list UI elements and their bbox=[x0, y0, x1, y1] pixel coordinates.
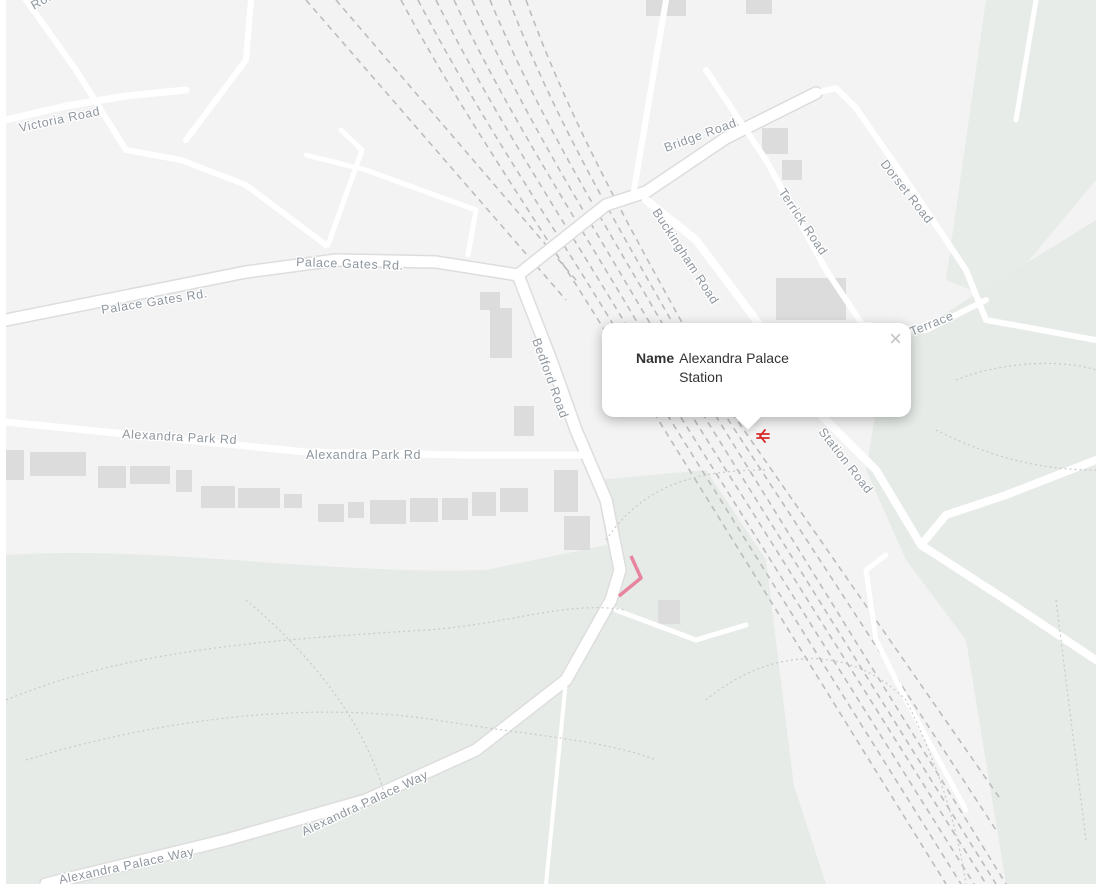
highlighted-path bbox=[617, 555, 643, 598]
property-key: Name bbox=[636, 350, 675, 366]
label-alexandra-park-east: Alexandra Park Rd bbox=[306, 448, 421, 462]
label-alexandra-park-west: Alexandra Park Rd bbox=[122, 427, 238, 447]
label-palace-gates-east: Palace Gates Rd. bbox=[296, 255, 404, 273]
map-canvas[interactable]: Road Victoria Road Palace Gates Rd. Pala… bbox=[6, 0, 1096, 884]
parkland bbox=[6, 0, 1096, 884]
footpaths bbox=[6, 362, 1096, 884]
popup-content: Name Alexandra Palace Station bbox=[636, 350, 829, 387]
label-terrick-road: Terrick Road bbox=[776, 186, 831, 258]
property-value: Alexandra Palace Station bbox=[679, 350, 789, 385]
label-road-topleft: Road bbox=[29, 0, 64, 13]
national-rail-icon[interactable] bbox=[755, 429, 771, 443]
buildings bbox=[6, 0, 846, 624]
map-layer: Road Victoria Road Palace Gates Rd. Pala… bbox=[6, 0, 1096, 884]
close-icon[interactable]: × bbox=[889, 326, 902, 351]
feature-popup: × Name Alexandra Palace Station bbox=[602, 323, 911, 430]
label-dorset-road: Dorset Road bbox=[878, 157, 936, 226]
roads bbox=[6, 0, 1096, 884]
